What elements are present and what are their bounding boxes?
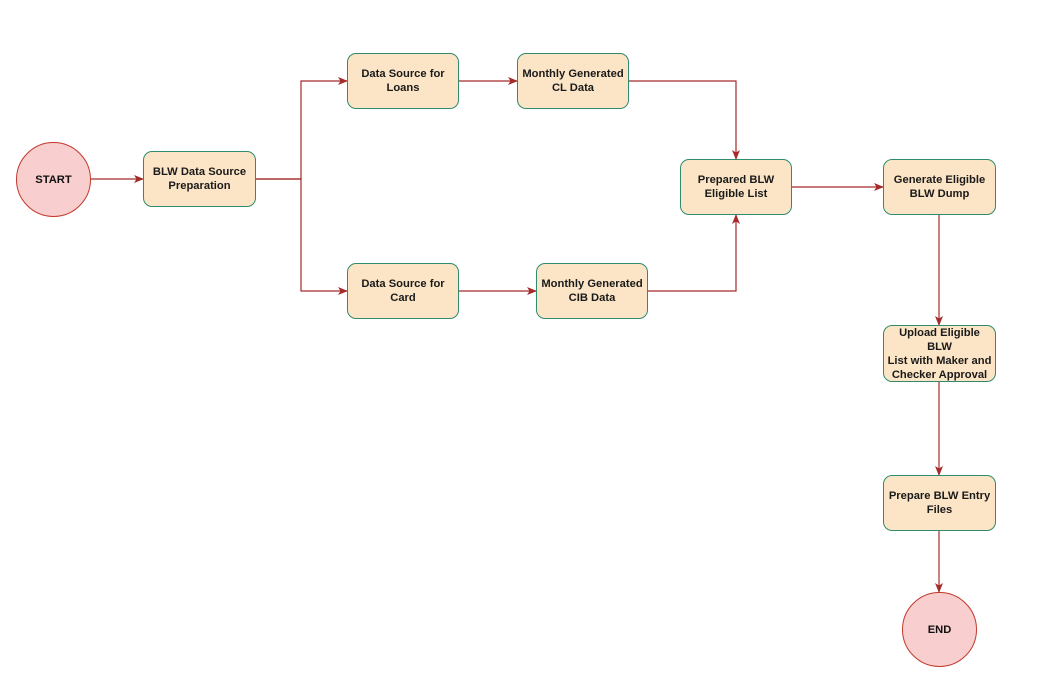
monthly-generated-cib-data-node: Monthly Generated CIB Data: [536, 263, 648, 319]
edge-source-prep-to-card: [256, 178, 348, 295]
monthly-generated-cl-data-node: Monthly Generated CL Data: [517, 53, 629, 109]
upload-eligible-blw-list-label: Upload Eligible BLW List with Maker and …: [887, 326, 992, 381]
edge-source-prep-to-loans: [256, 77, 348, 180]
monthly-generated-cib-data-label: Monthly Generated CIB Data: [541, 278, 643, 304]
prepared-blw-eligible-list-node: Prepared BLW Eligible List: [680, 159, 792, 215]
prepare-blw-entry-files-label: Prepare BLW Entry Files: [888, 490, 991, 516]
prepare-blw-entry-files-node: Prepare BLW Entry Files: [883, 475, 996, 531]
generate-eligible-blw-dump-node: Generate Eligible BLW Dump: [883, 159, 996, 215]
edge-monthly-cl-to-prepared-list: [629, 80, 740, 160]
data-source-loans-node: Data Source for Loans: [347, 53, 459, 109]
start-node: START: [16, 142, 91, 217]
blw-data-source-preparation-label: BLW Data Source Preparation: [152, 166, 247, 192]
edge-monthly-cib-to-prepared-list: [648, 214, 740, 292]
monthly-generated-cl-data-label: Monthly Generated CL Data: [522, 68, 624, 94]
blw-data-source-preparation-node: BLW Data Source Preparation: [143, 151, 256, 207]
upload-eligible-blw-list-node: Upload Eligible BLW List with Maker and …: [883, 325, 996, 382]
data-source-loans-label: Data Source for Loans: [361, 68, 445, 94]
start-label: START: [35, 173, 72, 186]
data-source-card-node: Data Source for Card: [347, 263, 459, 319]
prepared-blw-eligible-list-label: Prepared BLW Eligible List: [697, 174, 775, 200]
end-node: END: [902, 592, 977, 667]
generate-eligible-blw-dump-label: Generate Eligible BLW Dump: [893, 174, 986, 200]
data-source-card-label: Data Source for Card: [361, 278, 445, 304]
end-label: END: [927, 623, 952, 636]
